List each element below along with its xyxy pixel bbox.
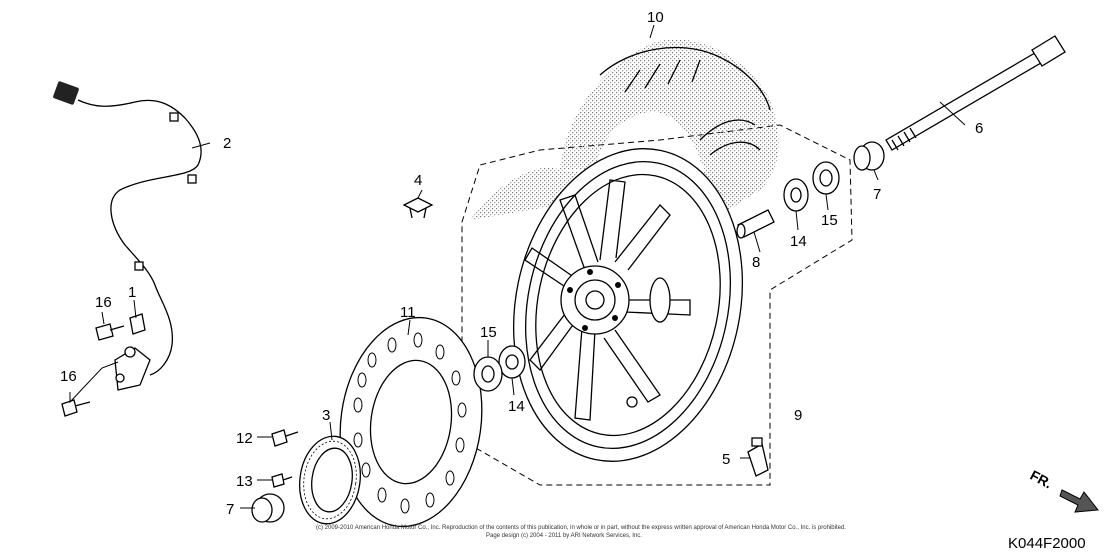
dust-seal-left[interactable]: [473, 356, 503, 392]
clip[interactable]: [402, 197, 434, 219]
callout-12[interactable]: 12: [236, 430, 253, 447]
callout-3[interactable]: 3: [322, 407, 330, 424]
copyright-page-design: Page design (c) 2004 - 2011 by ARI Netwo…: [486, 533, 642, 539]
callout-14-left[interactable]: 14: [508, 398, 525, 415]
brake-disc[interactable]: [327, 308, 495, 535]
callout-11[interactable]: 11: [400, 304, 416, 321]
bearing-left[interactable]: [498, 345, 526, 379]
tire-valve[interactable]: [747, 437, 769, 477]
callout-7-left[interactable]: 7: [226, 501, 234, 518]
callout-16-lower[interactable]: 16: [60, 368, 77, 385]
callout-8[interactable]: 8: [752, 254, 760, 271]
callout-7-right[interactable]: 7: [873, 186, 881, 203]
side-collar-left[interactable]: [251, 493, 285, 523]
callout-16-upper[interactable]: 16: [95, 294, 112, 311]
flange-bolt-lower[interactable]: [61, 399, 91, 417]
leader-lines: [69, 24, 966, 509]
callout-13[interactable]: 13: [236, 473, 253, 490]
callout-6[interactable]: 6: [975, 120, 983, 137]
callout-2[interactable]: 2: [223, 135, 231, 152]
speed-sensor-harness[interactable]: [53, 81, 202, 391]
front-direction-indicator: FR.: [1028, 467, 1099, 513]
pulser-ring-screw[interactable]: [271, 473, 293, 488]
distance-collar[interactable]: [736, 209, 775, 239]
callout-15-right[interactable]: 15: [821, 212, 838, 229]
dust-seal-right[interactable]: [812, 161, 840, 195]
front-arrow-icon: [1059, 489, 1099, 513]
flange-bolt-upper[interactable]: [95, 323, 125, 341]
copyright-notice: (c) 2009-2010 American Honda Motor Co., …: [316, 525, 846, 531]
side-collar-right[interactable]: [853, 141, 885, 171]
callout-5[interactable]: 5: [722, 451, 730, 468]
front-axle[interactable]: [885, 35, 1066, 151]
diagram-code: K044F2000: [1008, 535, 1086, 552]
wire-clamp[interactable]: [129, 313, 146, 335]
pulser-ring[interactable]: [294, 432, 366, 527]
bearing-right[interactable]: [783, 178, 809, 212]
callout-10[interactable]: 10: [647, 9, 664, 26]
callout-4[interactable]: 4: [414, 172, 422, 189]
cast-wheel[interactable]: [486, 127, 771, 483]
direction-label: FR.: [1028, 467, 1055, 492]
callout-9[interactable]: 9: [794, 407, 802, 424]
callout-1[interactable]: 1: [128, 284, 136, 301]
wheel-assembly-dashed-box: [461, 124, 853, 486]
callout-14-right[interactable]: 14: [790, 233, 807, 250]
callout-15-left[interactable]: 15: [480, 324, 497, 341]
disc-bolt[interactable]: [271, 429, 299, 447]
